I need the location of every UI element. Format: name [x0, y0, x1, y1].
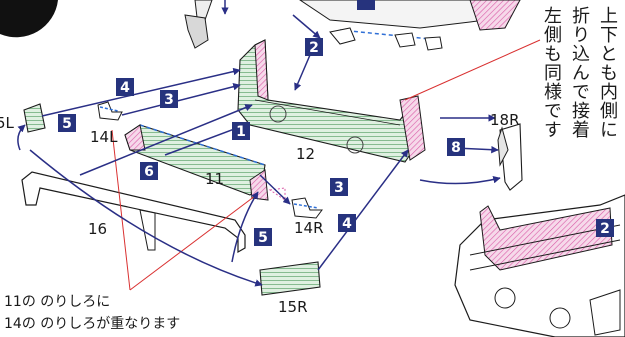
- svg-text:2: 2: [600, 221, 610, 237]
- part-14L: [97, 101, 123, 121]
- label-14R: 14R: [294, 219, 324, 237]
- part-12-bumper-body: [237, 39, 426, 163]
- step-badge-2-top: [357, 0, 375, 10]
- svg-text:3: 3: [164, 92, 174, 108]
- step-badge-1: 1: [232, 122, 250, 140]
- step-badge-4-left: 4: [116, 78, 134, 96]
- red-leader-lines: [111, 39, 541, 291]
- part-labels: 5L 14L 11 12 16 18R 14R 15R: [0, 111, 520, 316]
- top-part-fragment: [184, 0, 521, 51]
- step-badge-2: 2: [305, 38, 323, 56]
- step-badge-6: 6: [140, 162, 158, 180]
- label-12: 12: [296, 145, 315, 163]
- svg-text:5: 5: [62, 116, 72, 132]
- assembled-preview: [454, 194, 625, 337]
- part-18R: [497, 123, 523, 191]
- svg-text:5: 5: [258, 230, 268, 246]
- caption-line-1: 11の のりしろに: [4, 294, 111, 310]
- assembly-arrows: [17, 0, 501, 287]
- label-14L: 14L: [90, 128, 118, 146]
- step-badge-8: 8: [447, 138, 465, 156]
- svg-text:4: 4: [120, 80, 130, 96]
- caption-line-2: 14の のりしろが重なります: [4, 316, 181, 332]
- step-badge-5-left: 5: [58, 114, 76, 132]
- note-vertical-3: 左側も同様です: [541, 6, 562, 139]
- svg-text:6: 6: [144, 164, 154, 180]
- svg-text:3: 3: [334, 180, 344, 196]
- step-badge-2-preview: 2: [596, 219, 614, 237]
- label-18R: 18R: [490, 111, 520, 129]
- svg-text:2: 2: [309, 40, 319, 56]
- note-vertical-2: 折り込んで接着: [569, 6, 590, 139]
- label-11: 11: [205, 170, 224, 188]
- step-badge-3-left: 3: [160, 90, 178, 108]
- part-14R: [291, 197, 323, 219]
- part-15R: [259, 261, 321, 296]
- label-15R: 15R: [278, 298, 308, 316]
- note-vertical-1: 上下とも内側に: [597, 6, 618, 139]
- step-badge-3-right: 3: [330, 178, 348, 196]
- part-5L: [23, 103, 46, 133]
- step-badge-4-right: 4: [338, 214, 356, 232]
- step-badge-5-right: 5: [254, 228, 272, 246]
- step-circle-corner: [0, 0, 58, 38]
- svg-text:8: 8: [451, 140, 461, 156]
- svg-text:1: 1: [236, 124, 246, 140]
- label-16: 16: [88, 220, 107, 238]
- label-5L: 5L: [0, 114, 15, 132]
- part-16-frame: [21, 171, 246, 254]
- svg-text:4: 4: [342, 216, 352, 232]
